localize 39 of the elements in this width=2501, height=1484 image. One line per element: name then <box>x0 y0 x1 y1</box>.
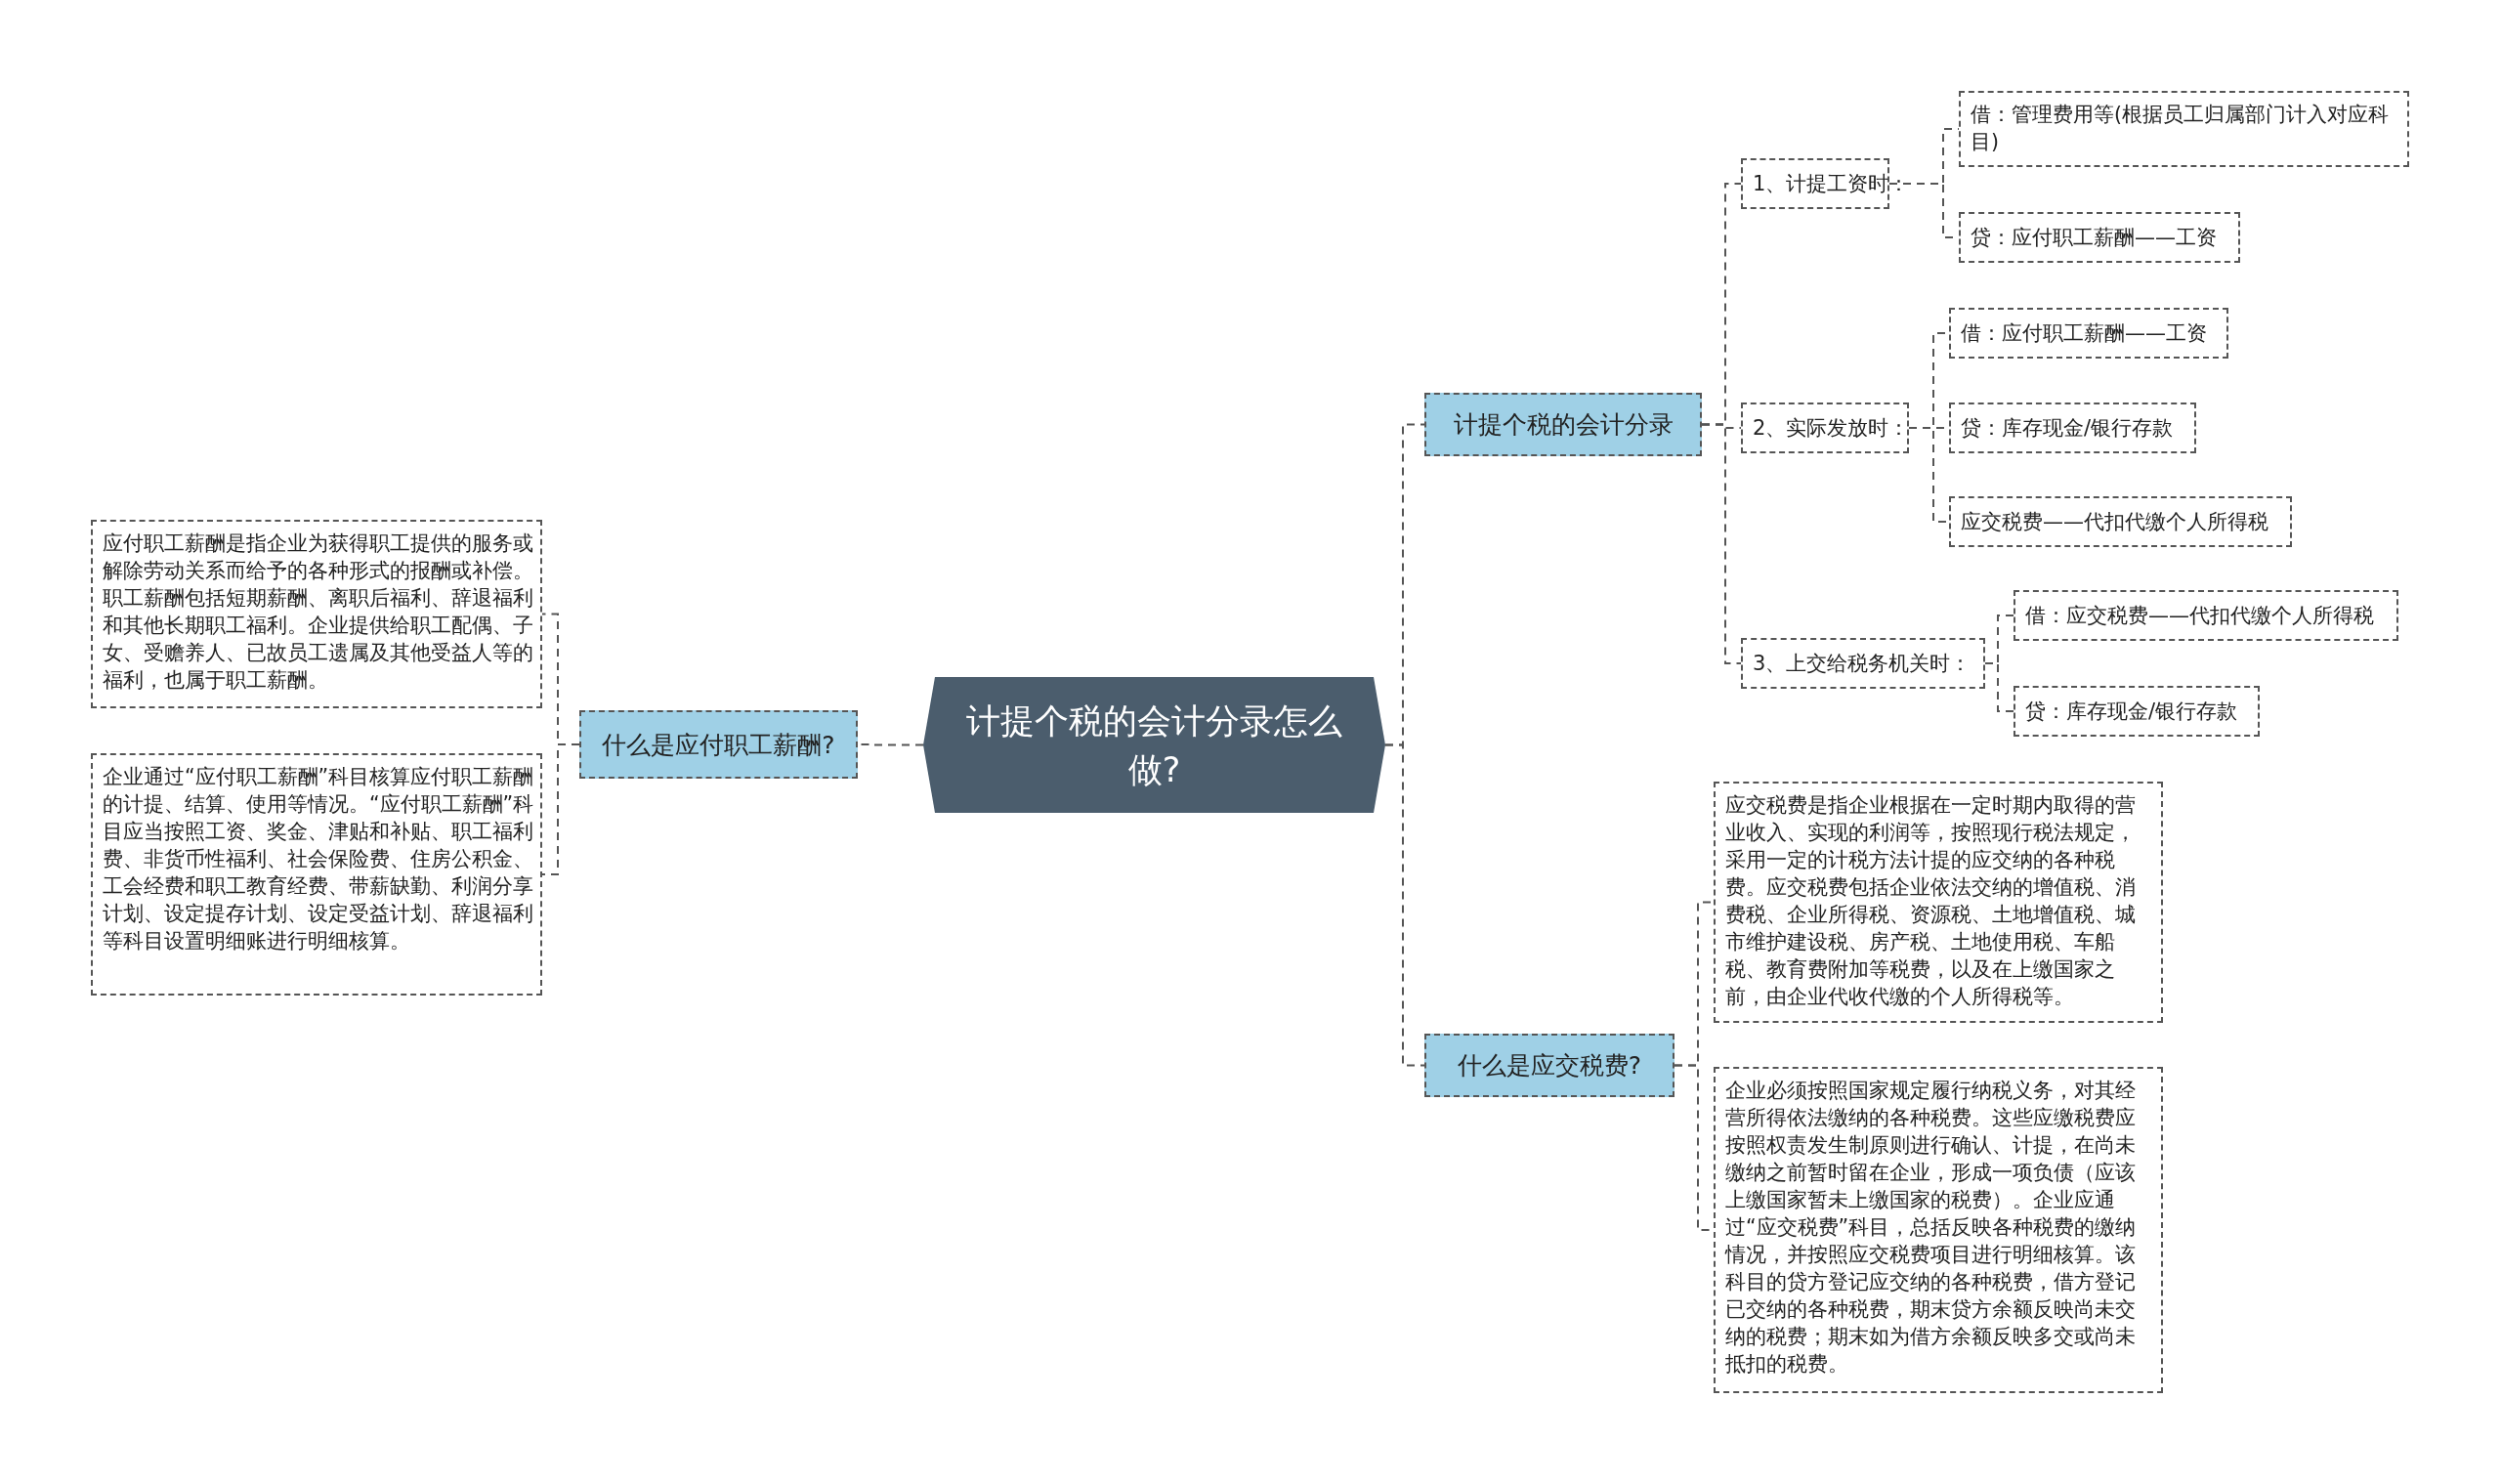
connector-line <box>541 743 580 875</box>
entry-box <box>1949 308 2228 359</box>
entry-box <box>1959 212 2240 263</box>
note-text: 企业通过“应付职工薪酬”科目核算应付职工薪酬的计提、结算、使用等情况。“应付职工薪酬”科目应当按照工资、奖金、津贴和补贴、职工福利费、非货币性福利、社会保险费、住房公积金、工会经费和职工教育经费、带薪缺勤、利润分享计划、设定提存计划、设定受益计划、辞退福利等科目设置明细账进行明细核算。 <box>103 764 534 954</box>
entry-box <box>1959 91 2409 167</box>
entry-box <box>2014 590 2398 641</box>
central-topic <box>923 677 1385 813</box>
topic-box <box>1424 1034 1674 1097</box>
note-text: 应付职工薪酬是指企业为获得职工提供的服务或解除劳动关系而给予的各种形式的报酬或补偿。职工薪酬包括短期薪酬、离职后福利、辞退福利和其他长期职工福利。企业提供给职工配偶、子女、受赡养人、已故员工遗属及其他受益人等的福利，也属于职工薪酬。 <box>103 530 534 694</box>
entry-box <box>1741 403 1909 453</box>
entry-text: 2、实际发放时： <box>1753 415 1910 442</box>
entry-text: 借：管理费用等(根据员工归属部门计入对应科目) <box>1971 102 2390 155</box>
entry-text: 3、上交给税务机关时： <box>1753 651 1971 677</box>
entry-box <box>2014 686 2260 737</box>
topic-box <box>1424 393 1702 456</box>
note-box <box>91 753 542 996</box>
entry-box <box>1741 638 1985 689</box>
note-box <box>1714 1067 2163 1393</box>
note-text: 企业必须按照国家规定履行纳税义务，对其经营所得依法缴纳的各种税费。这些应缴税费应按照权责发生制原则进行确认、计提，在尚未缴纳之前暂时留在企业，形成一项负债（应该上缴国家暂未上缴国家的税费）。企业应通过“应交税费”科目，总括反映各种税费的缴纳情况，并按照应交税费项目进行明细核算。该科目的贷方登记应交纳的各种税费，借方登记已交纳的各种税费，期末贷方余额反映尚未交纳的税费；期末如为借方余额反映多交或尚未抵扣的税费。 <box>1725 1078 2138 1378</box>
note-box <box>91 520 542 708</box>
entry-text: 借：应交税费——代扣代缴个人所得税 <box>2025 603 2374 629</box>
topic-box <box>579 710 858 779</box>
entry-box <box>1949 496 2292 547</box>
entry-text: 借：应付职工薪酬——工资 <box>1961 320 2207 347</box>
connector-line <box>1984 662 2014 712</box>
note-box <box>1714 782 2163 1023</box>
connector-line <box>1384 743 1425 1067</box>
entry-text: 贷：应付职工薪酬——工资 <box>1971 225 2217 251</box>
connector-line <box>1701 423 1742 664</box>
entry-box <box>1949 403 2196 453</box>
topic-label: 计提个税的会计分录 <box>1453 409 1674 441</box>
note-text: 应交税费是指企业根据在一定时期内取得的营业收入、实现的利润等，按照现行税法规定，采用一定的计税方法计提的应交纳的各种税费。应交税费包括企业依法交纳的增值税、消费税、企业所得税、资源税、土地增值税、城市维护建设税、房产税、土地使用税、车船税、教育费附加等税费，以及在上缴国家之前，由企业代收代缴的个人所得税等。 <box>1725 792 2137 1010</box>
entry-text: 贷：库存现金/银行存款 <box>2025 699 2238 725</box>
entry-text: 应交税费——代扣代缴个人所得税 <box>1961 509 2268 535</box>
topic-label: 什么是应付职工薪酬? <box>602 729 835 761</box>
entry-text: 1、计提工资时： <box>1753 171 1910 197</box>
topic-title: 计提个税的会计分录怎么做? <box>965 700 1343 791</box>
entry-text: 贷：库存现金/银行存款 <box>1961 415 2174 442</box>
topic-label: 什么是应交税费? <box>1457 1050 1642 1081</box>
